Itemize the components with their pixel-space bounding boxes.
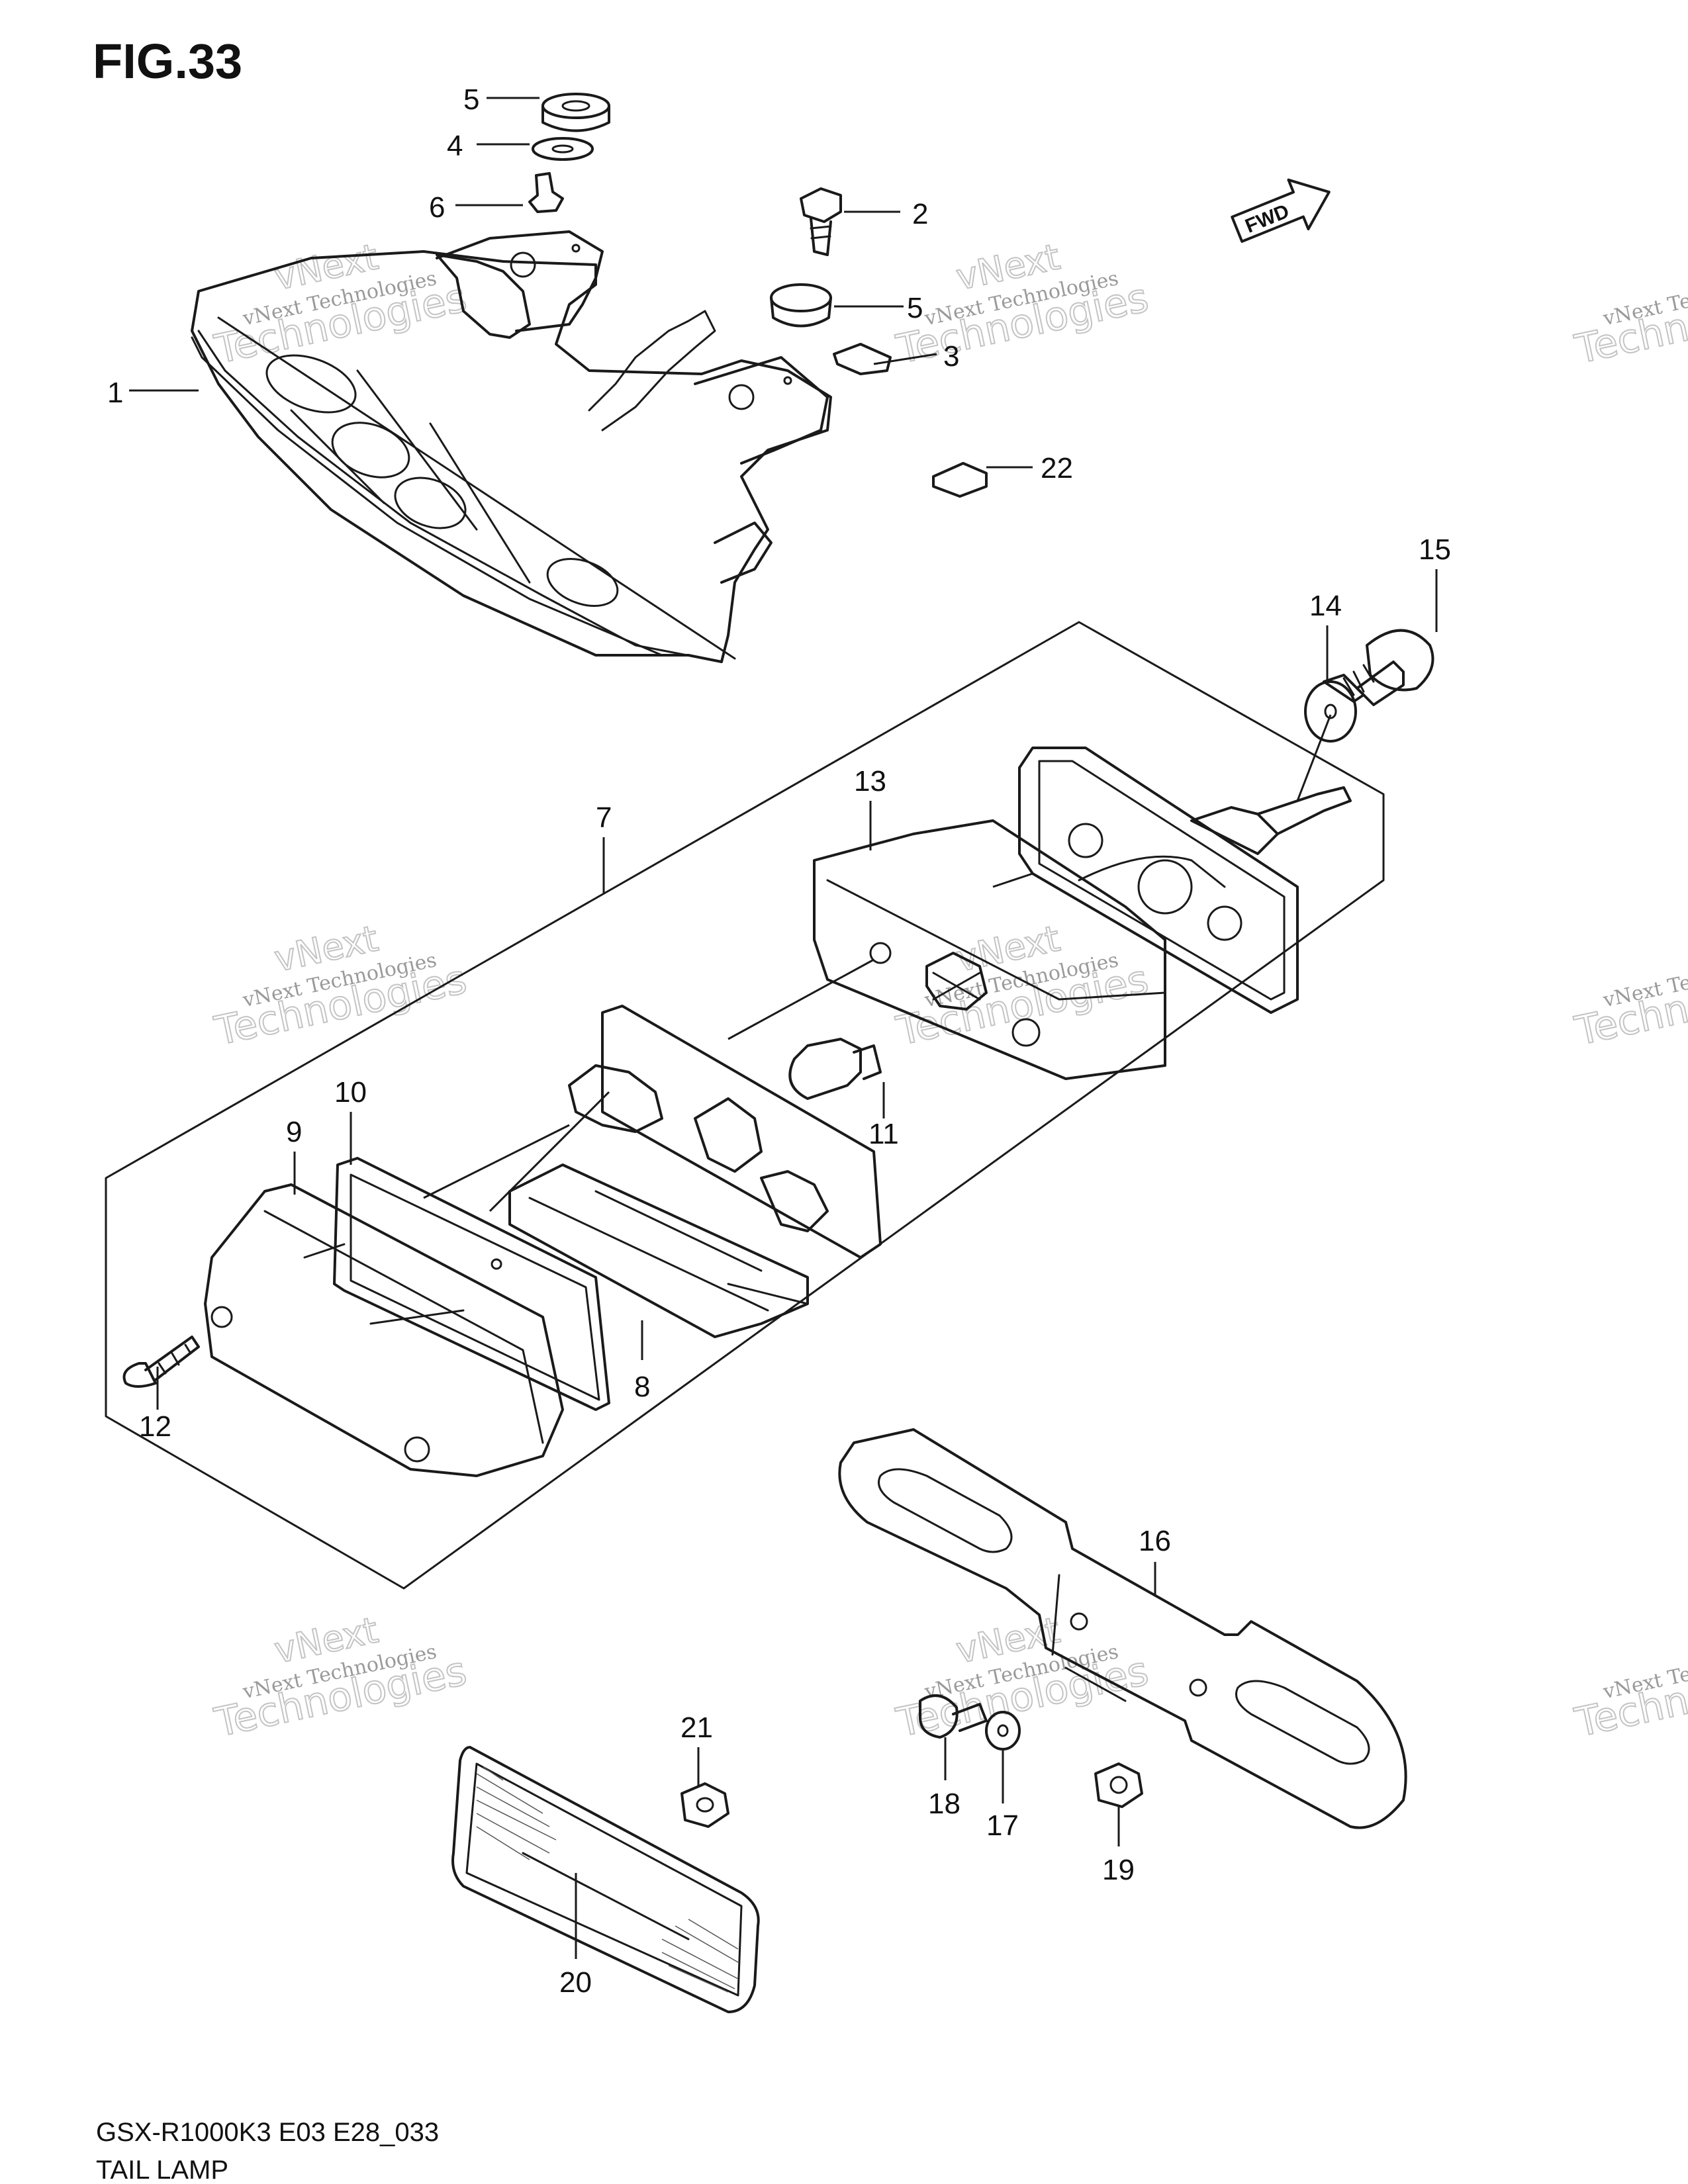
- callout-3: 3: [943, 340, 959, 373]
- watermark-group: vNext vNext Technologies Technologies vN…: [210, 235, 1688, 1747]
- reflector-hatch: [476, 1766, 739, 1993]
- washer-4: [532, 137, 594, 161]
- pad-22: [932, 462, 988, 498]
- watermark-3: vNext Technologies Technologies: [1570, 267, 1688, 374]
- callout-1: 1: [107, 377, 123, 409]
- fwd-arrow-badge: FWD: [1231, 178, 1331, 243]
- callout-11: 11: [868, 1118, 899, 1150]
- watermark-7: vNext vNext Technologies Technologies: [210, 1608, 471, 1747]
- figure-subtitle: TAIL LAMP: [96, 2156, 228, 2184]
- callout-14: 14: [1309, 590, 1342, 622]
- screw-12: [122, 1336, 200, 1388]
- figure-title: FIG.33: [93, 34, 242, 89]
- lens-9: [204, 1183, 564, 1477]
- callout-10: 10: [334, 1076, 367, 1109]
- grommet-lower: [770, 283, 832, 328]
- lamp-base-plate: [1018, 747, 1352, 1014]
- collar-6: [528, 172, 564, 213]
- callout-5b: 5: [907, 292, 923, 324]
- callout-22: 22: [1041, 452, 1073, 484]
- watermark-big-j: Technologies: [1571, 956, 1688, 1055]
- callout-5a: 5: [463, 83, 479, 116]
- callout-13: 13: [854, 765, 886, 797]
- bolt-18: [919, 1694, 988, 1739]
- gasket-10: [333, 1157, 610, 1411]
- bulb-11: [788, 1038, 882, 1100]
- callout-20: 20: [559, 1966, 592, 1999]
- callout-8: 8: [634, 1371, 650, 1403]
- socket-board-8: [508, 1005, 882, 1338]
- callout-17: 17: [986, 1809, 1019, 1842]
- callout-labels: 5 4 6 2 5 3 1 22 15 14 13 7 11 10 9 8 12…: [107, 83, 1451, 1999]
- callout-9: 9: [286, 1116, 302, 1148]
- clip-nut-3: [833, 343, 892, 375]
- bolt-2: [800, 187, 842, 256]
- callout-4: 4: [447, 130, 463, 162]
- callout-15: 15: [1419, 533, 1451, 566]
- assembly-box-7: [105, 621, 1385, 1590]
- callout-19: 19: [1102, 1854, 1135, 1886]
- screw-15: [1323, 629, 1434, 706]
- watermark-big-e: Technologies: [1571, 275, 1688, 373]
- reflector-20: [451, 1746, 760, 2013]
- nut-21: [680, 1782, 729, 1828]
- lamp-case-13: [813, 819, 1166, 1080]
- leader-lines: [129, 97, 1438, 1959]
- watermark-4: vNext vNext Technologies Technologies: [210, 917, 471, 1055]
- nut-19: [1094, 1762, 1143, 1808]
- callout-6: 6: [429, 191, 445, 224]
- bracket-16: [838, 1428, 1407, 1829]
- model-code: GSX-R1000K3 E03 E28_033: [96, 2118, 439, 2147]
- washer-14: [1304, 680, 1357, 743]
- callout-7: 7: [596, 801, 612, 834]
- watermark-9: vNext Technologies Technologies: [1570, 1640, 1688, 1747]
- callout-2: 2: [912, 198, 928, 230]
- watermark-1: vNext vNext Technologies Technologies: [210, 235, 471, 373]
- grommet-upper: [541, 93, 610, 132]
- callout-21: 21: [680, 1711, 713, 1744]
- washer-17: [985, 1711, 1021, 1751]
- callout-12: 12: [139, 1410, 171, 1443]
- watermark-6: vNext Technologies Technologies: [1570, 948, 1688, 1056]
- callout-16: 16: [1139, 1525, 1171, 1557]
- callout-18: 18: [928, 1788, 961, 1820]
- watermark-big-o: Technologies: [1571, 1648, 1688, 1747]
- tail-lamp-housing: [191, 230, 832, 663]
